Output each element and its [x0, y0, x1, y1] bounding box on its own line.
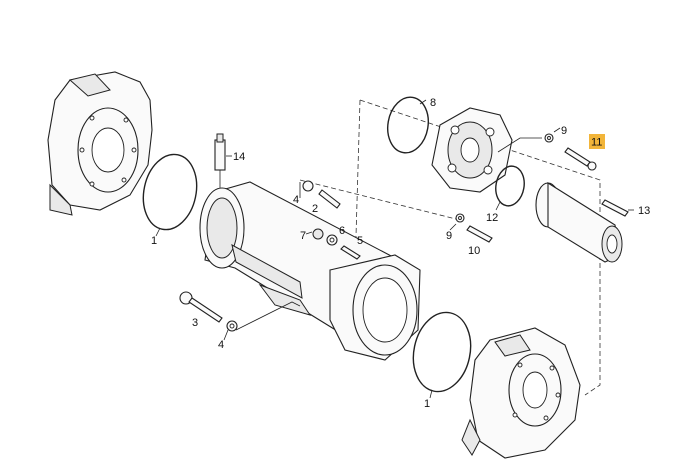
callout-3: 3: [192, 317, 198, 329]
parts-5-6-7: [305, 228, 361, 260]
bolt-3: [179, 291, 301, 341]
assembly-axis-line: [299, 179, 461, 221]
callout-4-upper: 4: [293, 194, 299, 206]
callout-11: 11: [591, 137, 602, 149]
assembly-group-outline: [359, 99, 601, 396]
bolt-10: [449, 213, 493, 243]
breather-part-14: [214, 133, 232, 188]
callout-6: 6: [339, 225, 345, 237]
callout-4-lower: 4: [218, 339, 224, 351]
callout-11-highlight: [589, 134, 605, 149]
callout-1-right: 1: [424, 398, 430, 410]
callout-2: 2: [312, 203, 318, 215]
axle-housing: [199, 181, 421, 361]
callout-9-upper: 9: [561, 125, 567, 137]
leader-8: [419, 99, 427, 105]
o-ring-12: [495, 165, 525, 207]
callout-12: 12: [486, 212, 498, 224]
o-ring-8: [387, 96, 429, 154]
planet-carrier: [431, 107, 513, 193]
callout-10: 10: [468, 245, 480, 257]
callout-8: 8: [430, 97, 436, 109]
leader-1a: [155, 227, 161, 237]
leader-1b: [429, 389, 433, 399]
callout-13: 13: [638, 205, 650, 217]
callout-9-lower: 9: [446, 230, 452, 242]
leader-12: [495, 201, 501, 211]
o-ring-right: [412, 311, 472, 393]
o-ring-left: [142, 153, 198, 231]
bolt-11: [497, 127, 597, 171]
bolt-2: [299, 180, 341, 209]
left-housing: [47, 71, 153, 216]
callout-5: 5: [357, 235, 363, 247]
right-housing: [461, 327, 581, 459]
assembly-group-outline-left: [354, 99, 361, 271]
wheel-hub: [535, 182, 634, 263]
callout-1-left: 1: [151, 235, 157, 247]
callout-7: 7: [300, 230, 306, 242]
callout-14: 14: [233, 151, 245, 163]
